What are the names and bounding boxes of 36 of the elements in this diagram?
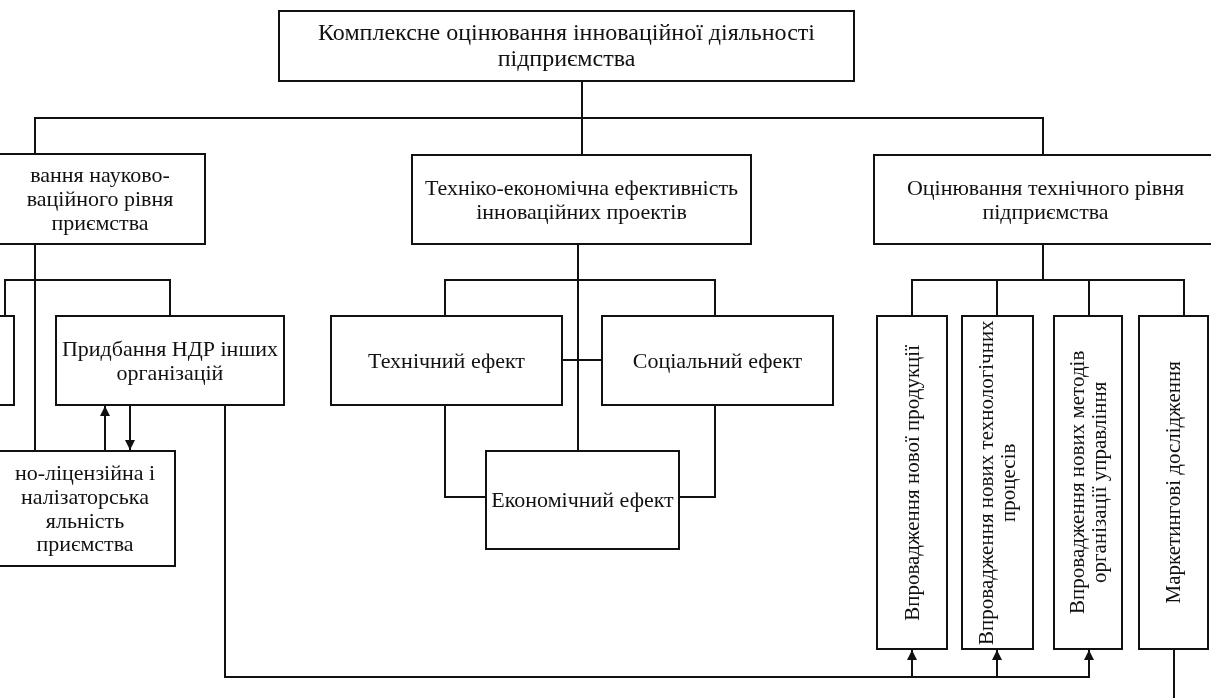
- connector-line: [679, 405, 716, 498]
- connector-line: [1173, 649, 1175, 698]
- process-box: [485, 450, 680, 550]
- process-box: [278, 10, 855, 82]
- node-label: Технічний ефект: [368, 348, 525, 373]
- connector-line: [562, 359, 602, 361]
- empty-box: [0, 315, 15, 406]
- node-label: вання науково- ваційного рівня приємства: [25, 163, 175, 235]
- node-label: Комплексне оцінювання інноваційної діяльності підприємства: [317, 20, 816, 72]
- node-label: Впровадження нових технологічних процесів: [975, 319, 1020, 647]
- connector-line: [577, 244, 579, 451]
- arrow: [125, 405, 135, 451]
- vertical-box: [961, 315, 1034, 650]
- process-box: [873, 154, 1211, 245]
- connector-line: [1042, 244, 1185, 316]
- node-label: Соціальний ефект: [632, 348, 803, 373]
- process-box: [0, 450, 176, 567]
- vertical-box: [1053, 315, 1123, 650]
- vertical-box: [1138, 315, 1209, 650]
- node-label: Маркетингові дослідження: [1162, 361, 1185, 604]
- arrow: [100, 405, 110, 451]
- node-label: Впровадження нових методів організації управління: [1065, 349, 1111, 617]
- node-label: Економічний ефект: [491, 488, 674, 512]
- connector-line: [34, 244, 36, 451]
- process-box: [601, 315, 834, 406]
- process-box: [0, 153, 206, 245]
- node-label: Техніко-економічна ефективність інноваційних проектів: [423, 175, 740, 224]
- node-label: но-ліцензійна і налізаторська яльність приємства: [13, 461, 157, 556]
- process-box: [411, 154, 752, 245]
- connector-line: [444, 405, 486, 498]
- vertical-box: [876, 315, 948, 650]
- process-box: [55, 315, 285, 406]
- node-label: Придбання НДР інших організацій: [60, 336, 280, 385]
- process-box: [330, 315, 563, 406]
- node-label: Впровадження нової продукції: [900, 344, 923, 621]
- node-label: Оцінювання технічного рівня підприємства: [905, 175, 1186, 224]
